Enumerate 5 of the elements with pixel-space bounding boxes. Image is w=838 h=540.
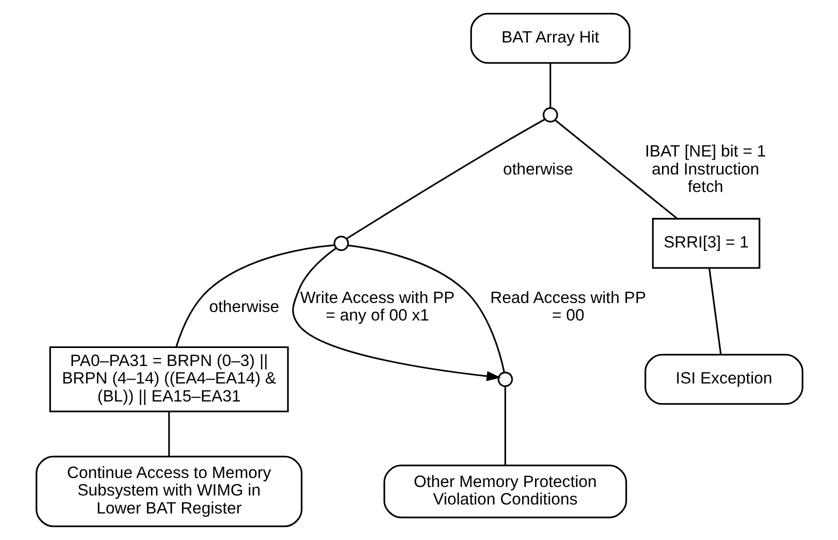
edge-label: IBAT [NE] bit = 1 and Instruction fetch xyxy=(644,142,766,196)
edge-label: Write Access with PP = any of 00 x1 xyxy=(300,288,454,325)
edge-label: otherwise xyxy=(208,298,279,316)
edge-label: Read Access with PP = 00 xyxy=(490,288,646,325)
edge-label: otherwise xyxy=(502,160,573,178)
